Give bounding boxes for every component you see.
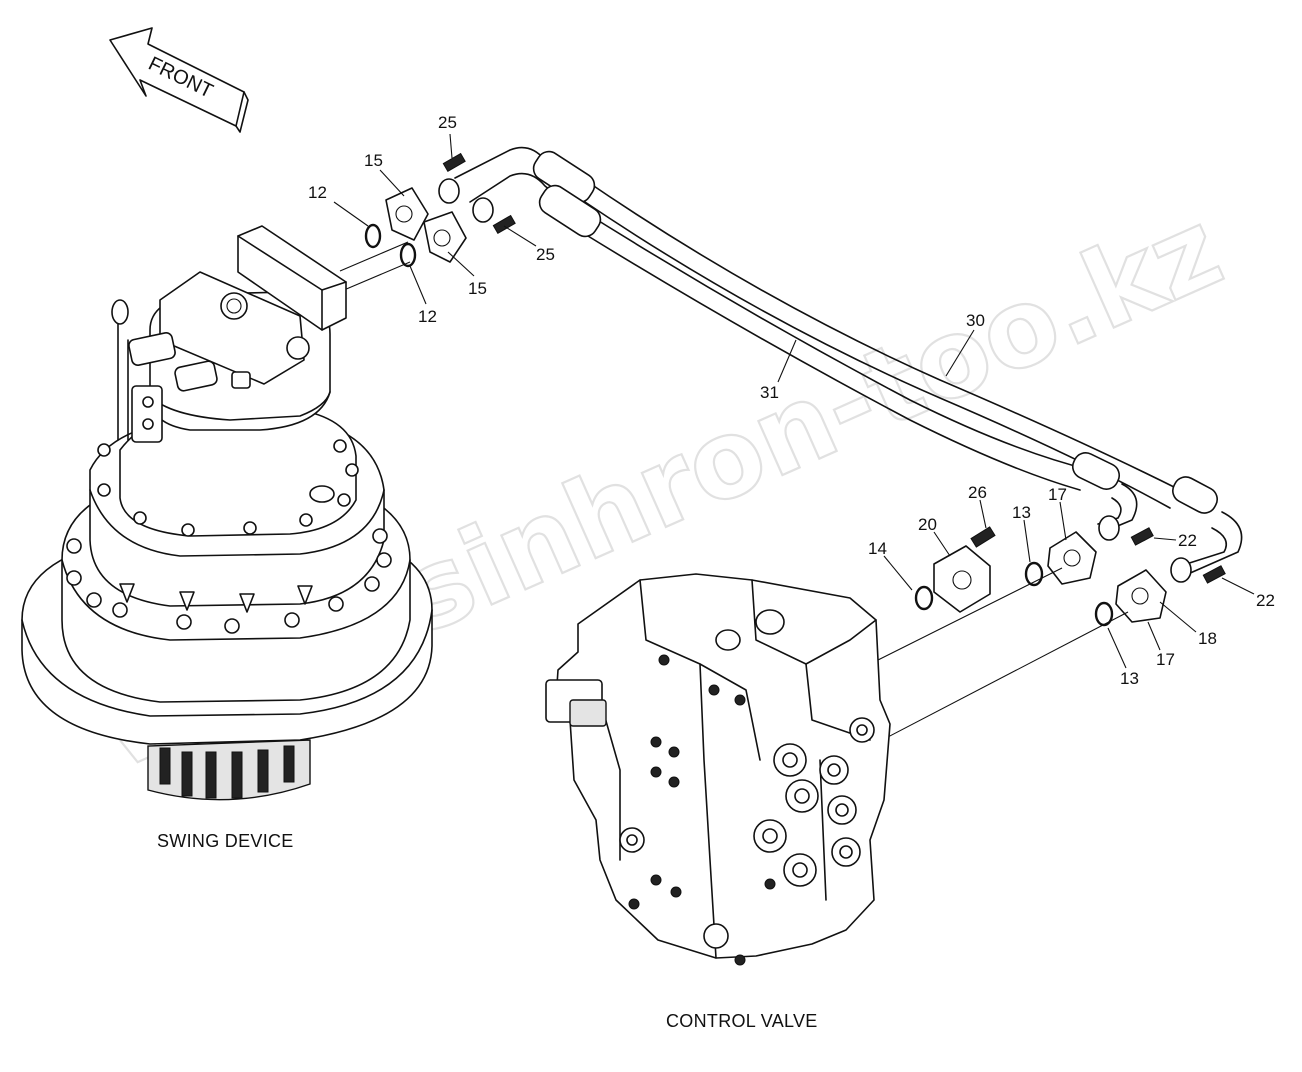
- callout-25-top: 25: [438, 113, 457, 132]
- control-valve-caption: CONTROL VALVE: [666, 1011, 818, 1031]
- callout-15-bottom: 15: [468, 279, 487, 298]
- callout-31: 31: [760, 383, 779, 402]
- callout-25-bottom: 25: [536, 245, 555, 264]
- callout-14: 14: [868, 539, 887, 558]
- callout-20: 20: [918, 515, 937, 534]
- callout-13-top: 13: [1012, 503, 1031, 522]
- callout-12-top: 12: [308, 183, 327, 202]
- hose-fitting-lower: [538, 184, 602, 238]
- swing-device-caption: SWING DEVICE: [157, 831, 294, 851]
- callout-13-bottom: 13: [1120, 669, 1139, 688]
- leader-lines: [333, 133, 1255, 669]
- callout-26: 26: [968, 483, 987, 502]
- callout-18: 18: [1198, 629, 1217, 648]
- callout-15-top: 15: [364, 151, 383, 170]
- callout-17-top: 17: [1048, 485, 1067, 504]
- control-valve-port-parts: [873, 515, 1226, 739]
- swing-motor-port-parts: [339, 152, 516, 291]
- callout-22-bottom: 22: [1256, 591, 1275, 610]
- control-valve: [545, 573, 891, 966]
- front-arrow: FRONT: [109, 27, 249, 133]
- hose-31: [469, 172, 1138, 531]
- swing-device: [21, 225, 433, 801]
- callout-17-bottom: 17: [1156, 650, 1175, 669]
- callout-30: 30: [966, 311, 985, 330]
- callouts: 25 15 12 25 15 12 30 31 26 20 14 13 17 2…: [308, 113, 1275, 688]
- callout-22-top: 22: [1178, 531, 1197, 550]
- callout-12-bottom: 12: [418, 307, 437, 326]
